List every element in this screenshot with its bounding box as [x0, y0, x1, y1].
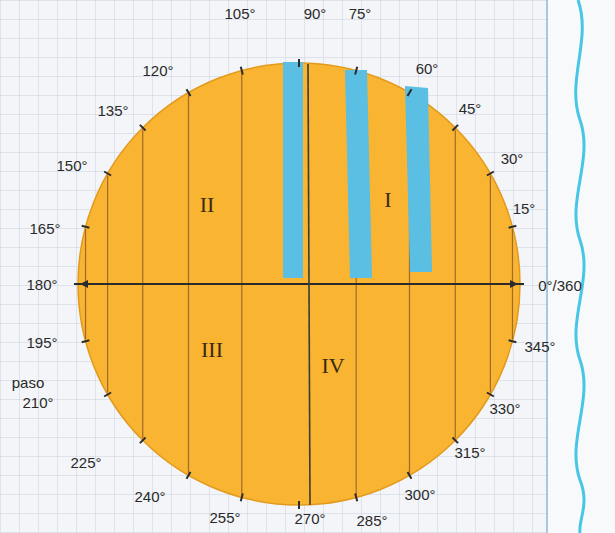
angle-tick [104, 172, 111, 176]
horizontal-axis [80, 283, 518, 285]
quadrant-numeral: I [384, 189, 391, 211]
angle-label: 60° [416, 61, 439, 76]
angle-tick [140, 125, 146, 131]
angle-tick [509, 226, 517, 228]
angle-label: 210° [22, 395, 53, 410]
angle-tick [487, 172, 494, 176]
blue-strip [405, 86, 432, 272]
angle-tick [187, 472, 191, 479]
angle-tick [408, 89, 412, 96]
angle-label: 270° [294, 511, 325, 526]
angle-label: 285° [356, 513, 387, 528]
angle-label: 0°/360 [538, 278, 582, 293]
angle-label: 345° [524, 339, 555, 354]
angle-label: 315° [454, 445, 485, 460]
quadrant-numeral: III [201, 339, 223, 361]
vertical-axis [308, 64, 310, 505]
angle-label: 135° [97, 103, 128, 118]
angle-label: 90° [304, 6, 327, 21]
angle-label: 300° [404, 487, 435, 502]
angle-tick [298, 501, 300, 509]
blue-strip [283, 62, 303, 278]
angle-tick [408, 472, 412, 479]
quadrant-numeral: IV [321, 355, 344, 377]
angle-tick [452, 125, 458, 131]
angle-tick [82, 340, 90, 342]
angle-tick [74, 283, 82, 285]
angle-tick [516, 283, 524, 285]
angle-tick [355, 67, 357, 75]
angle-label: paso [12, 375, 45, 390]
blue-strip [345, 70, 372, 278]
angle-tick [452, 437, 458, 443]
circle-fill [78, 63, 520, 505]
angle-tick [82, 226, 90, 228]
angle-tick [140, 437, 146, 443]
angle-tick [509, 340, 517, 342]
angle-label: 180° [26, 277, 57, 292]
circle-illustration [78, 63, 520, 505]
angle-label: 30° [501, 151, 524, 166]
angle-label: 105° [224, 6, 255, 21]
angle-label: 165° [29, 221, 60, 236]
angle-label: 255° [209, 510, 240, 525]
angle-tick [355, 494, 357, 502]
angle-label: 225° [70, 455, 101, 470]
angle-tick [298, 59, 300, 67]
angle-label: 240° [134, 489, 165, 504]
angle-label: 195° [26, 335, 57, 350]
angle-label: 15° [513, 201, 536, 216]
angle-label: 330° [489, 401, 520, 416]
angle-label: 75° [349, 6, 372, 21]
angle-label: 150° [56, 158, 87, 173]
angle-label: 45° [459, 101, 482, 116]
quadrant-numeral: II [200, 194, 215, 216]
unit-circle: IIIIIIIV [78, 63, 520, 505]
angle-tick [487, 393, 494, 397]
angle-tick [104, 393, 111, 397]
angle-tick [187, 89, 191, 96]
angle-tick [241, 494, 243, 502]
angle-label: 120° [142, 63, 173, 78]
angle-tick [241, 67, 243, 75]
